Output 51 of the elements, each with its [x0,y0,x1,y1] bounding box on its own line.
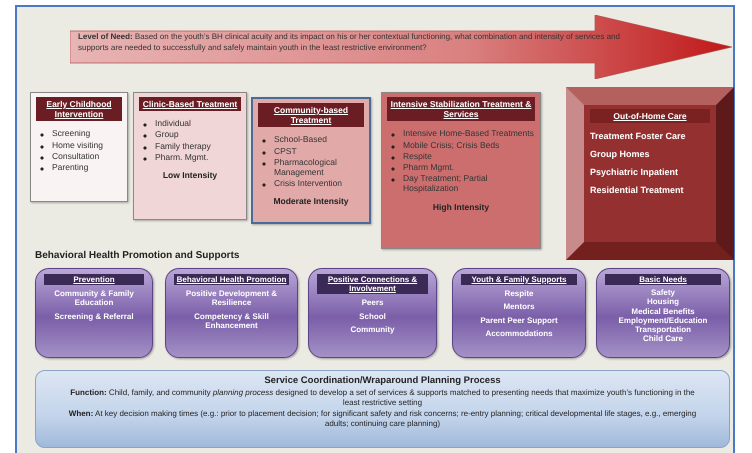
list-item: Employment/Education [618,316,708,325]
care-type: Group Homes [590,149,651,160]
list-item: Parent Peer Support [479,316,559,325]
list-item: Screening & Referral [53,312,135,321]
list-item: Respite [504,289,534,298]
need-statement: Level of Need: Based on the youth’s BH clinical acuity and its impact on his or her contextual functioning, what combination and intensity of services and supports are needed to successfully and safely maintain youth in the least restrictive environment? [78,32,621,54]
paragraph: When: At key decision making times (e.g.: prior to placement decision; for significant safety and risk concerns; re-entry planning; critical developmental life stages, e.g., emerging adults; continuing care planning) [68,408,698,430]
service-box [251,97,371,224]
list-item: Accommodations [484,328,554,338]
box-title: Service Coordination/Wraparound Planning Process [263,375,502,386]
list-item: Housing [646,297,680,307]
paragraph: Function: Child, family, and community planning process designed to develop a set of services & supports matched to presenting needs that maximize youth’s functioning in the least restrictive setting [69,388,696,409]
list-item: Medical Benefits [630,306,696,316]
box-heading: Prevention [44,274,144,286]
process-box [35,370,730,448]
beveled-box [566,87,734,260]
care-type: Psychiatric Inpatient [590,167,680,178]
box-heading: Intensive Stabilization Treatment & Services [387,97,535,122]
service-box [381,92,541,249]
box-heading: Positive Connections & Involvement [317,274,428,294]
intensity-label: Moderate Intensity [272,196,350,206]
list-item: Peers [360,298,384,308]
list-item: Community & Family Education [53,289,135,308]
box-heading: Basic Needs [605,274,721,286]
list-item: Positive Development & Resilience [184,289,278,308]
list-item: Community [350,324,396,334]
service-box [30,92,128,202]
arrow-shape [70,15,732,79]
box-heading: Youth & Family Supports [461,274,577,286]
box-heading: Early Childhood Intervention [36,97,122,122]
list-item: Safety [650,288,676,298]
list-item: Competency & Skill Enhancement [193,312,270,330]
box-heading: Behavioral Health Promotion [174,274,289,286]
intensity-label: High Intensity [432,202,490,212]
box-heading: Clinic-Based Treatment [139,97,241,112]
list-item: Mentors [502,302,536,312]
support-box [452,268,586,358]
support-box [35,268,153,358]
section-heading: Behavioral Health Promotion and Supports [35,250,240,261]
support-box [308,268,437,358]
list-item: Child Care [642,334,684,344]
list-item: Transportation [634,324,691,334]
box-heading: Out-of-Home Care [590,109,710,124]
intensity-label: Low Intensity [162,170,218,180]
box-heading: Community-based Treatment [258,103,364,128]
support-box [596,268,730,358]
care-type: Treatment Foster Care [590,131,687,142]
list-item: School [358,312,387,321]
service-box [133,92,247,220]
support-box [165,268,298,358]
care-type: Residential Treatment [590,185,685,196]
